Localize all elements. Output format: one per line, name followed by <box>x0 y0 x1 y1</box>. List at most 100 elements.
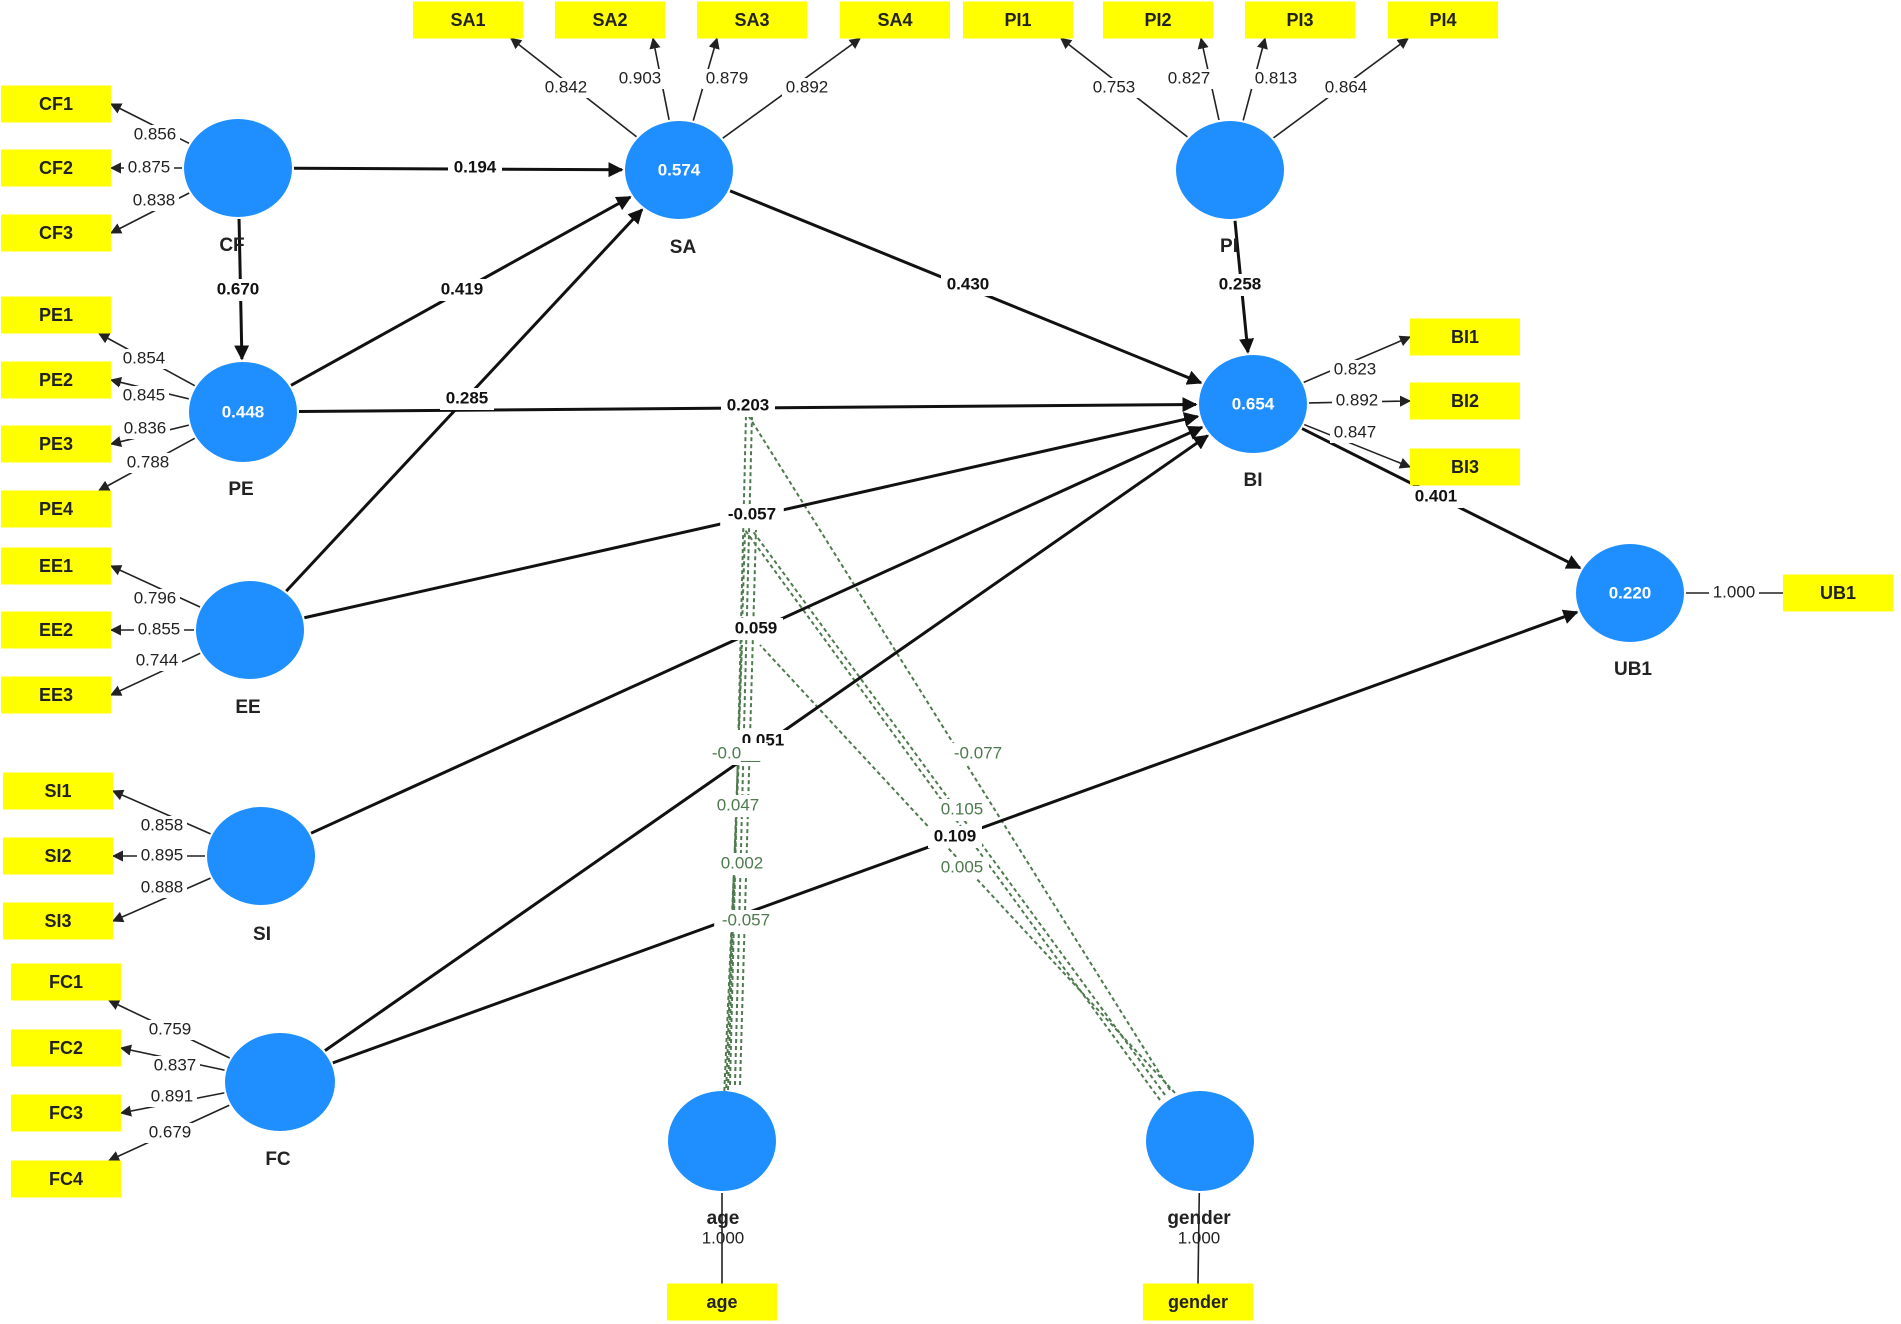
path-coefficient-ee-sa: 0.285 <box>446 388 489 407</box>
indicator-label: PI2 <box>1144 10 1171 30</box>
indicator-label: FC1 <box>49 972 83 992</box>
indicator-fc2: FC2 <box>11 1029 121 1067</box>
moderation-coefficient-bg <box>935 799 989 821</box>
indicator-box <box>963 1 1073 39</box>
loading-bg <box>1330 423 1380 443</box>
indicator-label: FC4 <box>49 1169 83 1189</box>
indicator-box <box>1 361 111 399</box>
indicator-label: SI1 <box>44 781 71 801</box>
path-coefficient-bg <box>211 279 265 301</box>
indicator-box <box>1 85 111 123</box>
path-coefficient-bg <box>721 395 775 417</box>
indicator-fc1: FC1 <box>11 963 121 1001</box>
indicator-box <box>413 1 523 39</box>
moderation-coefficient-bg <box>715 853 769 875</box>
loading-bg <box>120 419 170 439</box>
indicator-label: CF2 <box>39 158 73 178</box>
indicator-box <box>1 611 111 649</box>
path-coefficient-bg <box>435 279 489 301</box>
loading-bg <box>1251 69 1301 89</box>
path-coefficient-bg <box>928 826 982 848</box>
loading-ub1i: 1.000 <box>1713 582 1756 601</box>
latent-circle <box>1146 1091 1254 1191</box>
latent-name: UB1 <box>1614 659 1652 680</box>
path-coefficient-bg <box>448 157 502 179</box>
loading-bg <box>134 620 184 640</box>
indicator-box <box>11 1094 121 1132</box>
r-squared-value: 0.574 <box>658 160 701 179</box>
gender-moderation-line <box>759 644 1176 1094</box>
gender-moderation-coefficient: 0.105 <box>941 799 984 818</box>
age-moderation-coefficient: -0.0__ <box>712 743 761 762</box>
loading-sa4: 0.892 <box>786 77 829 96</box>
indicator-box <box>3 902 113 940</box>
indicator-label: SA3 <box>734 10 769 30</box>
latent-name: SA <box>670 237 697 258</box>
latent-circle <box>184 119 292 217</box>
path-coefficient-bg <box>729 618 783 640</box>
loading-sa3: 0.879 <box>706 68 749 87</box>
loading-sa1: 0.842 <box>545 77 588 96</box>
path-coefficient-bg <box>720 504 784 526</box>
loading-bg <box>123 453 173 473</box>
indicator-si1: SI1 <box>3 772 113 810</box>
loading-line-si1 <box>111 789 211 835</box>
path-coefficient-cf-sa: 0.194 <box>454 157 497 176</box>
loading-fc2: 0.837 <box>154 1055 197 1074</box>
latent-cf: CF <box>184 119 292 256</box>
indicator-label: CF3 <box>39 223 73 243</box>
loading-bg <box>137 816 187 836</box>
indicator-sa3: SA3 <box>697 1 807 39</box>
structural-paths <box>234 162 1582 1065</box>
indicator-box <box>11 1029 121 1067</box>
indicator-cf3: CF3 <box>1 214 111 252</box>
moderation-coefficient-bg <box>935 857 989 879</box>
loading-bg <box>1164 69 1214 89</box>
indicator-pe3: PE3 <box>1 425 111 463</box>
indicator-ee1: EE1 <box>1 547 111 585</box>
loading-bg <box>1709 583 1759 603</box>
latent-name: BI <box>1244 470 1263 491</box>
latent-name: PE <box>228 479 253 500</box>
indicator-label: SI2 <box>44 846 71 866</box>
loading-bg <box>150 1056 200 1076</box>
indicator-label: BI3 <box>1451 457 1479 477</box>
indicator-box <box>555 1 665 39</box>
latent-name: PI <box>1220 236 1238 257</box>
loading-pe1: 0.854 <box>123 348 166 367</box>
indicator-box <box>667 1283 777 1321</box>
loading-fc4: 0.679 <box>149 1122 192 1141</box>
indicator-box <box>3 837 113 875</box>
loading-line-bi3 <box>1303 423 1412 469</box>
loading-bi2: 0.892 <box>1336 390 1379 409</box>
path-coefficient-pe-bi: 0.203 <box>727 395 770 414</box>
indicator-box <box>1388 1 1498 39</box>
path-coefficient-sa-bi: 0.430 <box>947 274 990 293</box>
indicator-box <box>1 425 111 463</box>
indicator-box <box>1410 448 1520 486</box>
latent-circle <box>225 1033 335 1131</box>
latent-loading: 1.000 <box>1178 1228 1221 1247</box>
loading-bg <box>124 158 174 178</box>
latent-fc: FC <box>225 1033 335 1170</box>
r-squared-value: 0.220 <box>1609 583 1652 602</box>
latent-name: gender <box>1167 1208 1231 1229</box>
indicator-si2: SI2 <box>3 837 113 875</box>
loading-pi2: 0.827 <box>1168 68 1211 87</box>
indicator-box <box>11 963 121 1001</box>
moderation-coefficient-bg <box>704 743 768 765</box>
age-moderation-coefficient: 0.047 <box>717 795 760 814</box>
indicator-ee2: EE2 <box>1 611 111 649</box>
loading-fc1: 0.759 <box>149 1019 192 1038</box>
indicator-label: EE3 <box>39 685 73 705</box>
outer-loadings: 0.8560.8750.8380.8540.8450.8360.7880.796… <box>98 37 1783 1284</box>
loading-pe3: 0.836 <box>124 418 167 437</box>
indicator-pi3: PI3 <box>1245 1 1355 39</box>
loading-bg <box>119 386 169 406</box>
latent-circle <box>1576 544 1684 642</box>
indicator-pe1: PE1 <box>1 296 111 334</box>
latent-circle <box>1176 121 1284 219</box>
